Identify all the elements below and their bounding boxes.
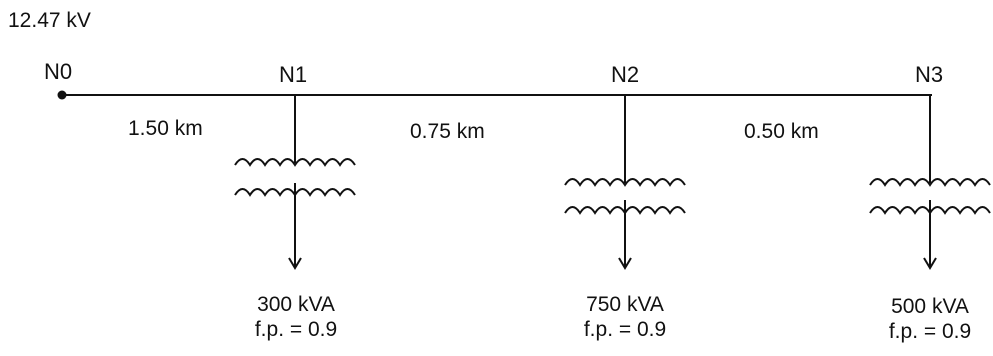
primary-winding-icon (234, 158, 356, 167)
transformer-n2 (564, 95, 686, 270)
source-voltage-label: 12.47 kV (8, 9, 91, 32)
primary-winding-icon (869, 178, 991, 187)
arrow-down-icon (923, 257, 937, 270)
transformer-n1 (234, 95, 356, 270)
load-n2-rating: 750 kVA (586, 293, 664, 316)
load-n3-label: 500 kVA f.p. = 0.9 (872, 294, 988, 344)
node-label-n0: N0 (44, 59, 73, 84)
load-n2-pf: f.p. = 0.9 (583, 318, 667, 342)
load-n3-pf: f.p. = 0.9 (888, 320, 972, 344)
arrow-down-icon (618, 257, 632, 270)
load-n2-label: 750 kVA f.p. = 0.9 (567, 292, 683, 342)
segment-length-1: 1.50 km (128, 117, 203, 140)
segment-length-3: 0.50 km (744, 120, 819, 143)
node-label-n1: N1 (279, 62, 308, 87)
primary-winding-icon (564, 178, 686, 187)
load-n1-pf: f.p. = 0.9 (254, 318, 338, 342)
load-n1-rating: 300 kVA (257, 293, 335, 316)
node-label-n3: N3 (915, 62, 944, 87)
load-n1-label: 300 kVA f.p. = 0.9 (238, 292, 354, 342)
transformer-n3 (869, 95, 991, 270)
load-n3-rating: 500 kVA (891, 295, 969, 318)
node-label-n2: N2 (611, 62, 640, 87)
source-node-dot (57, 90, 67, 100)
segment-length-2: 0.75 km (410, 120, 485, 143)
arrow-down-icon (288, 257, 302, 270)
